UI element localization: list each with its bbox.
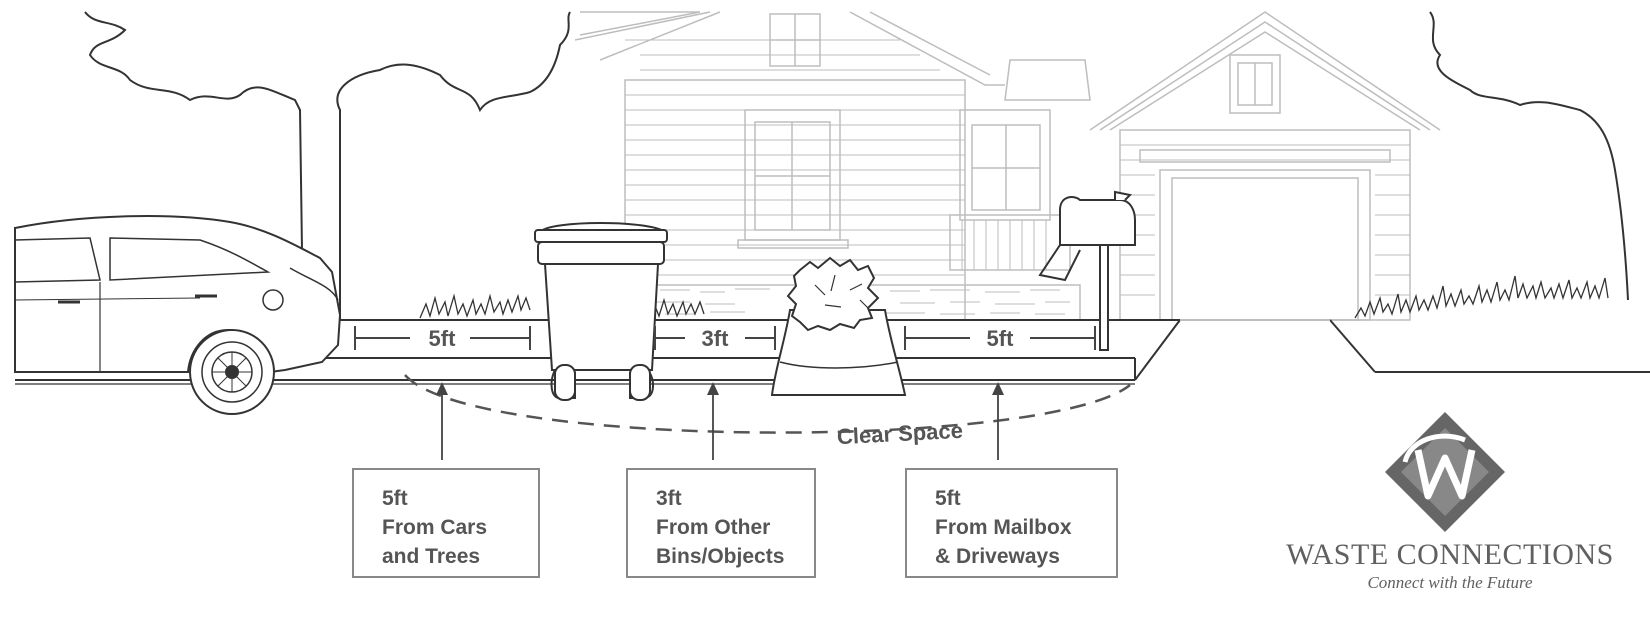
callout-line: Bins/Objects [656,545,785,568]
waste-connections-logo-icon [1385,412,1505,532]
callout-cars-trees: 5ft From Cars and Trees [352,468,540,578]
measure-label-bins: 3ft [702,326,730,351]
callout-line: & Driveways [935,545,1060,568]
callout-line: From Other [656,516,771,539]
callout-line: From Mailbox [935,516,1072,539]
callout-line: and Trees [382,545,481,568]
trash-bin [534,222,668,401]
callout-arrows [436,382,1004,460]
callout-line: 5ft [382,487,408,510]
logo-tagline: Connect with the Future [1367,573,1533,592]
callout-mailbox-driveways: 5ft From Mailbox & Driveways [905,468,1118,578]
callout-line: 5ft [935,487,961,510]
callout-other-bins: 3ft From Other Bins/Objects [626,468,816,578]
measure-label-cars: 5ft [429,326,457,351]
callout-line: From Cars [382,516,488,539]
mailbox [1038,190,1136,351]
callout-line: 3ft [656,487,682,510]
dimension-lines [354,326,1096,350]
logo-name: Waste Connections [1286,538,1614,571]
trees [84,11,1629,320]
house [574,11,1441,321]
clear-space-label: Clear Space [836,418,963,450]
leaf-bag [770,256,907,396]
clear-space-arc [404,374,1131,434]
measure-label-mailbox: 5ft [987,326,1015,351]
car [14,215,342,415]
grass [419,275,1609,319]
